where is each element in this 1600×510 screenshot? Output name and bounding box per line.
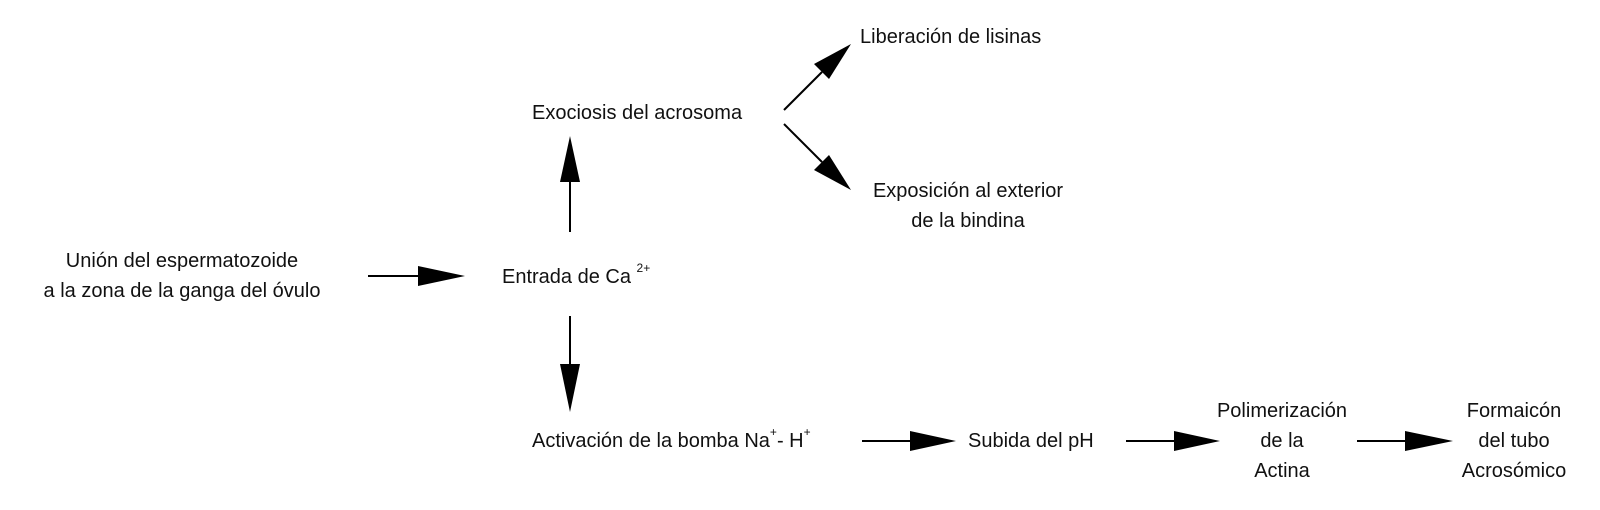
node-bindin-exposure-line1: Exposición al exterior	[872, 180, 1064, 202]
node-acrosomal-tube-line2: del tubo	[1478, 430, 1550, 452]
arrow-ph-to-actin	[1126, 431, 1220, 451]
arrow-calcium-to-exocytosis	[560, 136, 580, 232]
node-actin-polymerization: Polimerización de la Actina	[1217, 396, 1347, 486]
node-ph-rise: Subida del pH	[968, 426, 1094, 456]
node-acrosome-exocytosis-text: Exociosis del acrosoma	[532, 102, 743, 124]
node-bindin-exposure: Exposición al exterior de la bindina	[873, 176, 1063, 236]
arrow-exocytosis-to-lysins	[783, 44, 851, 111]
node-actin-polymerization-line1: Polimerización	[1216, 400, 1348, 422]
node-pump-activation-h-charge: +	[803, 425, 811, 440]
node-actin-polymerization-line2: de la	[1260, 430, 1304, 452]
node-acrosome-exocytosis: Exociosis del acrosoma	[532, 98, 742, 128]
node-lysin-release: Liberación de lisinas	[860, 22, 1041, 52]
node-ph-rise-text: Subida del pH	[968, 430, 1094, 452]
node-pump-activation-mid: - H	[776, 430, 804, 452]
node-pump-activation-text: Activación de la bomba Na	[532, 430, 770, 452]
node-pump-activation-na-charge: +	[769, 425, 777, 440]
node-actin-polymerization-line3: Actina	[1254, 460, 1310, 482]
arrow-actin-to-tube	[1357, 431, 1453, 451]
arrow-pump-to-ph	[862, 431, 956, 451]
node-calcium-entry-text: Entrada de Ca	[502, 266, 631, 288]
arrow-exocytosis-to-bindin	[783, 123, 851, 190]
arrow-calcium-to-pump	[560, 316, 580, 412]
node-acrosomal-tube-line1: Formaicón	[1466, 400, 1562, 422]
node-calcium-entry: Entrada de Ca 2+	[502, 262, 650, 292]
node-sperm-binding: Unión del espermatozoide a la zona de la…	[44, 246, 321, 306]
node-sperm-binding-line2: a la zona de la ganga del óvulo	[43, 280, 321, 302]
node-calcium-entry-charge: 2+	[636, 261, 651, 276]
node-sperm-binding-line1: Unión del espermatozoide	[65, 250, 299, 272]
arrow-binding-to-calcium	[368, 266, 465, 286]
node-pump-activation: Activación de la bomba Na+- H+	[532, 426, 811, 456]
node-acrosomal-tube-line3: Acrosómico	[1461, 460, 1567, 482]
node-lysin-release-text: Liberación de lisinas	[860, 26, 1042, 48]
node-acrosomal-tube: Formaicón del tubo Acrosómico	[1462, 396, 1566, 486]
node-bindin-exposure-line2: de la bindina	[911, 210, 1025, 232]
